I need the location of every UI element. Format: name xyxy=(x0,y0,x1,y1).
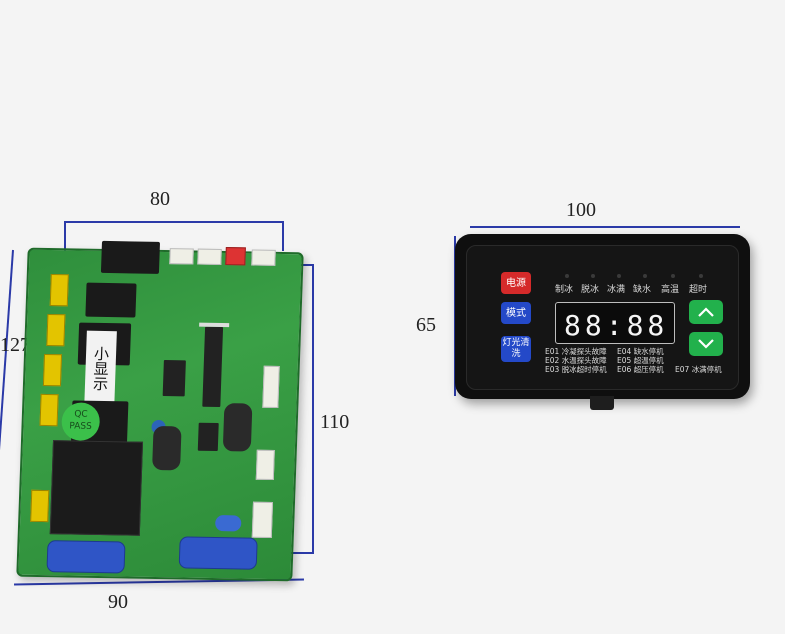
transistor xyxy=(197,422,219,452)
down-arrow-icon xyxy=(698,339,714,349)
indicator-ice: 制冰 xyxy=(555,285,574,295)
down-arrow-button[interactable] xyxy=(689,332,723,356)
capacitor-large xyxy=(152,425,182,471)
panel-face: 电源 模式 灯光清洗 制冰 脱冰 冰满 缺水 高温 超时 88:88 xyxy=(466,245,739,390)
seven-segment-display: 88:88 xyxy=(555,302,675,344)
side-connector-1 xyxy=(262,365,280,409)
varistor-right xyxy=(178,536,258,570)
panel-mount-clip xyxy=(590,396,614,410)
led-ice xyxy=(565,274,569,278)
varistor-left xyxy=(46,540,126,574)
pcb-height-right-label: 110 xyxy=(320,411,350,433)
terminal-4 xyxy=(39,393,59,427)
qc-pass-text: QC PASS xyxy=(69,409,92,432)
indicator-no-water: 缺水 xyxy=(633,285,652,295)
ice-maker-display-panel: 电源 模式 灯光清洗 制冰 脱冰 冰满 缺水 高温 超时 88:88 xyxy=(455,234,750,399)
terminal-1 xyxy=(49,274,69,307)
error-e07: E07 冰满停机 xyxy=(675,365,722,374)
pcb-width-top-label: 80 xyxy=(150,188,170,210)
pcb-top-dimension-tick-left xyxy=(64,221,66,251)
side-connector-3 xyxy=(251,501,274,539)
led-no-water xyxy=(643,274,647,278)
relay-1 xyxy=(85,282,137,318)
pcb-height-left-label: 127 xyxy=(0,334,30,356)
capacitor-blue-2 xyxy=(214,515,242,532)
connector-top-1 xyxy=(169,248,194,265)
led-deice xyxy=(591,274,595,278)
panel-top-dimension-line xyxy=(470,226,740,228)
panel-height-label: 65 xyxy=(416,314,436,336)
error-e04: E04 缺水停机 xyxy=(617,347,664,356)
indicator-deice: 脱冰 xyxy=(581,285,600,295)
terminal-2 xyxy=(46,313,66,347)
connector-top-2 xyxy=(197,248,222,265)
up-arrow-icon xyxy=(698,307,714,317)
pcb-right-dimension-line xyxy=(312,264,314,554)
connector-top-red xyxy=(225,247,246,266)
relay-text: 小显示 xyxy=(90,345,111,391)
capacitor-large-2 xyxy=(222,403,253,452)
error-e03: E03 脱冰超时停机 xyxy=(545,365,607,374)
control-circuit-board: 小显示 QC PASS xyxy=(16,240,304,582)
microcontroller-chip xyxy=(202,326,224,408)
power-button[interactable]: 电源 xyxy=(501,272,531,294)
connector-top-3 xyxy=(251,249,276,266)
mode-button[interactable]: 模式 xyxy=(501,302,531,324)
up-arrow-button[interactable] xyxy=(689,300,723,324)
panel-width-label: 100 xyxy=(566,199,596,221)
terminal-3 xyxy=(42,353,63,387)
relay-top xyxy=(100,240,161,274)
display-digits: 88:88 xyxy=(564,309,669,342)
indicator-full: 冰满 xyxy=(607,285,626,295)
led-full xyxy=(617,274,621,278)
pcb-top-dimension-tick-right xyxy=(282,221,284,251)
terminal-5 xyxy=(30,489,50,523)
error-e01: E01 冷凝探头故障 xyxy=(545,347,607,356)
relay-text-label: 小显示 xyxy=(84,330,117,406)
side-connector-2 xyxy=(255,449,275,481)
relay-large xyxy=(49,440,144,536)
pcb-left-dimension-line xyxy=(0,249,14,582)
error-e05: E05 超温停机 xyxy=(617,356,664,365)
indicator-timeout: 超时 xyxy=(689,285,708,295)
logic-chip xyxy=(162,360,186,397)
error-e06: E06 超压停机 xyxy=(617,365,664,374)
led-high-temp xyxy=(671,274,675,278)
light-clean-button[interactable]: 灯光清洗 xyxy=(501,336,531,362)
pcb-top-dimension-line xyxy=(64,221,284,223)
led-timeout xyxy=(699,274,703,278)
indicator-high-temp: 高温 xyxy=(661,285,680,295)
chip-socket xyxy=(199,322,230,328)
error-e02: E02 水温探头故障 xyxy=(545,356,607,365)
pcb-width-bottom-label: 90 xyxy=(108,591,128,613)
